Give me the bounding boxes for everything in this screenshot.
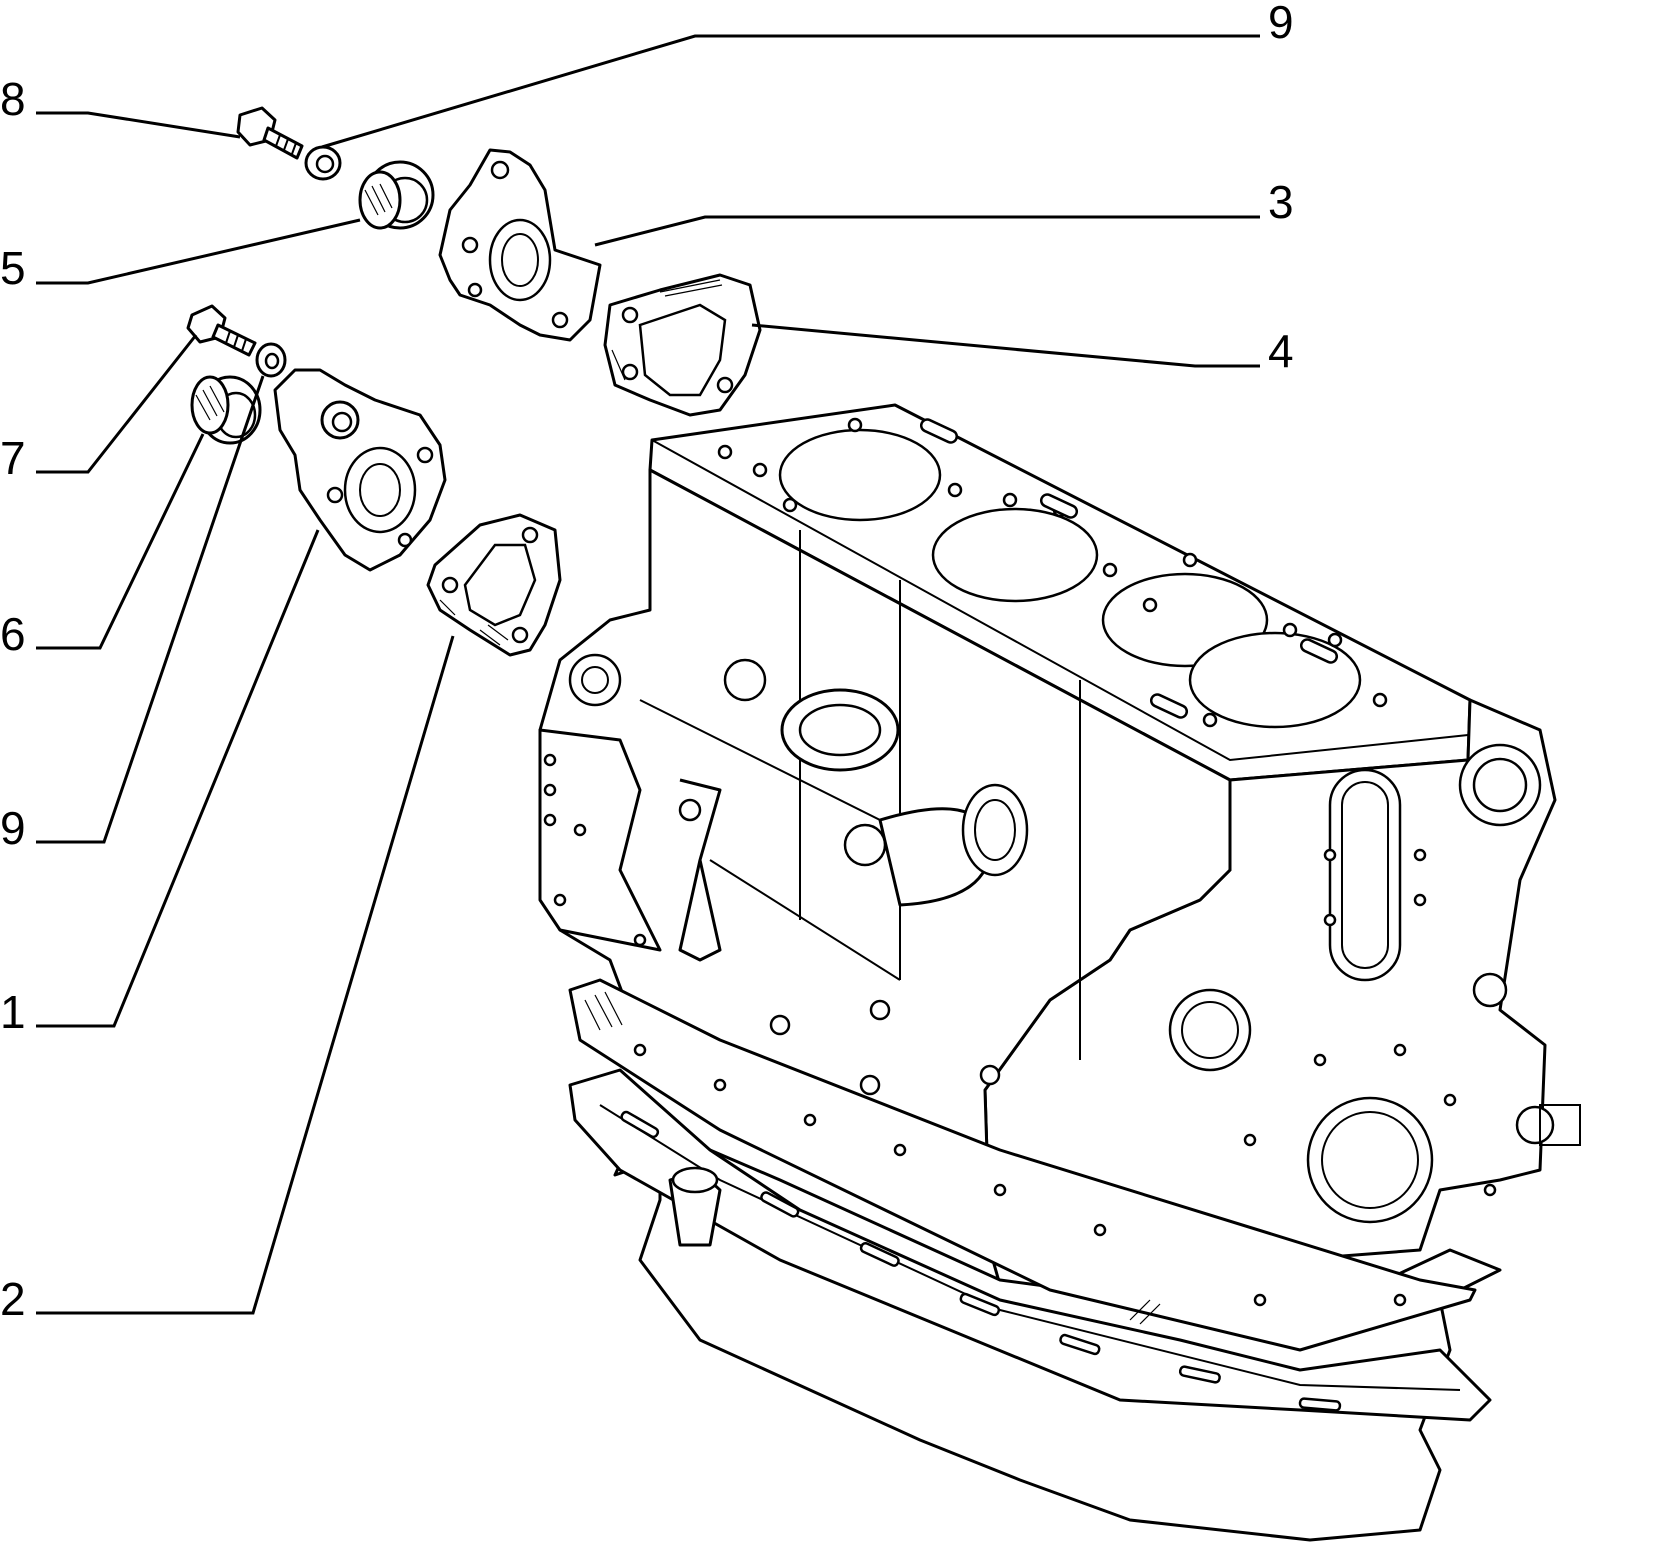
part-2-gasket: [426, 513, 562, 657]
leader-8: [36, 111, 241, 139]
part-9-washer-lower: [255, 342, 287, 378]
callout-3: 3: [1268, 176, 1294, 228]
part-7-bolt: [186, 304, 257, 357]
leader-9-bottom: [36, 375, 265, 844]
part-8-bolt: [236, 106, 304, 160]
leader-4: [751, 323, 1260, 368]
part-4-gasket: [603, 273, 762, 417]
callout-4: 4: [1268, 325, 1294, 377]
part-5-seal: [358, 160, 435, 230]
callout-8: 8: [0, 73, 26, 125]
leader-7: [36, 334, 198, 474]
leader-1: [36, 529, 320, 1028]
callout-9-bottom: 9: [0, 802, 26, 854]
part-6-seal: [190, 375, 262, 445]
callout-6: 6: [0, 608, 26, 660]
leader-3: [594, 215, 1260, 247]
leader-lines: [36, 34, 1260, 1315]
part-3-housing: [438, 148, 602, 342]
leader-9-top: [321, 34, 1260, 149]
callout-labels: 9 8 5 3 4 7 6 9 1 2: [0, 0, 1294, 1325]
part-1-housing: [273, 368, 447, 572]
callout-1: 1: [0, 986, 26, 1038]
callout-5: 5: [0, 242, 26, 294]
callout-7: 7: [0, 432, 26, 484]
part-9-washer-upper: [304, 145, 342, 181]
leader-6: [36, 433, 205, 650]
oil-pan: [568, 978, 1502, 1542]
leader-5: [36, 218, 361, 285]
callout-9-top: 9: [1268, 0, 1294, 48]
callout-2: 2: [0, 1273, 26, 1325]
leader-2: [36, 635, 455, 1315]
